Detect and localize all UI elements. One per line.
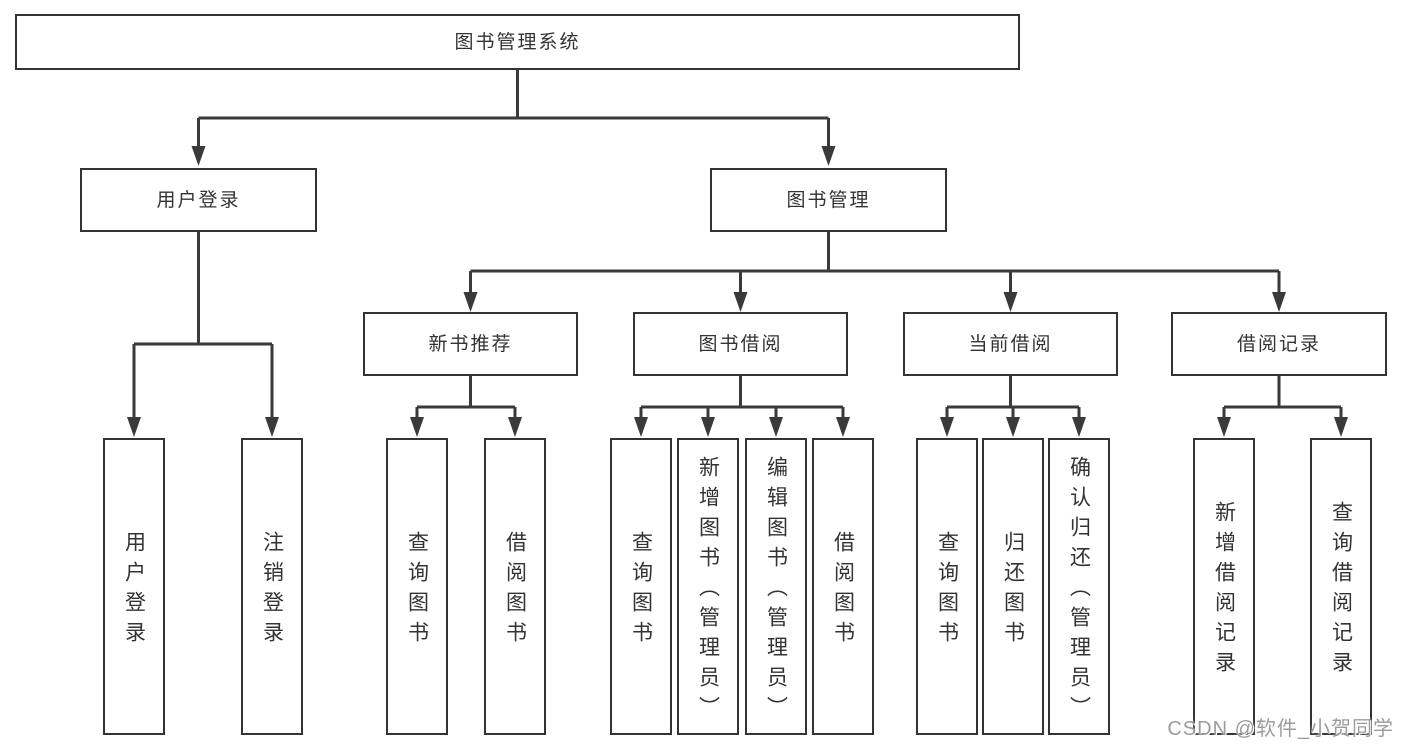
leaf-query-books-borrowing: 查询图书 <box>610 438 672 735</box>
leaf-borrow-books-borrowing-label: 借阅图书 <box>831 531 855 651</box>
node-borrowing-records: 借阅记录 <box>1171 312 1387 376</box>
leaf-borrow-books-recommend-label: 借阅图书 <box>503 531 527 651</box>
leaf-add-borrow-record-label: 新增借阅记录 <box>1212 501 1236 681</box>
leaf-edit-books-admin: 编辑图书（管理员） <box>745 438 807 735</box>
leaf-add-books-admin: 新增图书（管理员） <box>677 438 739 735</box>
leaf-query-books-current: 查询图书 <box>916 438 978 735</box>
leaf-query-books-recommend: 查询图书 <box>386 438 448 735</box>
leaf-borrow-books-borrowing: 借阅图书 <box>812 438 874 735</box>
node-book-management: 图书管理 <box>710 168 947 232</box>
leaf-confirm-return-admin-label: 确认归还（管理员） <box>1067 456 1091 726</box>
node-root: 图书管理系统 <box>15 14 1020 70</box>
leaf-user-login-label: 用户登录 <box>122 531 146 651</box>
leaf-return-books: 归还图书 <box>982 438 1044 735</box>
leaf-return-books-label: 归还图书 <box>1001 531 1025 651</box>
leaf-logout: 注销登录 <box>241 438 303 735</box>
node-current-borrowing: 当前借阅 <box>903 312 1118 376</box>
leaf-borrow-books-recommend: 借阅图书 <box>484 438 546 735</box>
node-book-borrowing: 图书借阅 <box>633 312 848 376</box>
node-new-book-recommend: 新书推荐 <box>363 312 578 376</box>
leaf-confirm-return-admin: 确认归还（管理员） <box>1048 438 1110 735</box>
leaf-edit-books-admin-label: 编辑图书（管理员） <box>764 456 788 726</box>
leaf-query-books-borrowing-label: 查询图书 <box>629 531 653 651</box>
leaf-query-books-recommend-label: 查询图书 <box>405 531 429 651</box>
leaf-query-books-current-label: 查询图书 <box>935 531 959 651</box>
leaf-query-borrow-record-label: 查询借阅记录 <box>1329 501 1353 681</box>
leaf-logout-label: 注销登录 <box>260 531 284 651</box>
leaf-add-books-admin-label: 新增图书（管理员） <box>696 456 720 726</box>
leaf-query-borrow-record: 查询借阅记录 <box>1310 438 1372 735</box>
leaf-user-login: 用户登录 <box>103 438 165 735</box>
leaf-add-borrow-record: 新增借阅记录 <box>1193 438 1255 735</box>
node-user-login: 用户登录 <box>80 168 317 232</box>
watermark-text: CSDN @软件_小贺同学 <box>1167 718 1394 740</box>
